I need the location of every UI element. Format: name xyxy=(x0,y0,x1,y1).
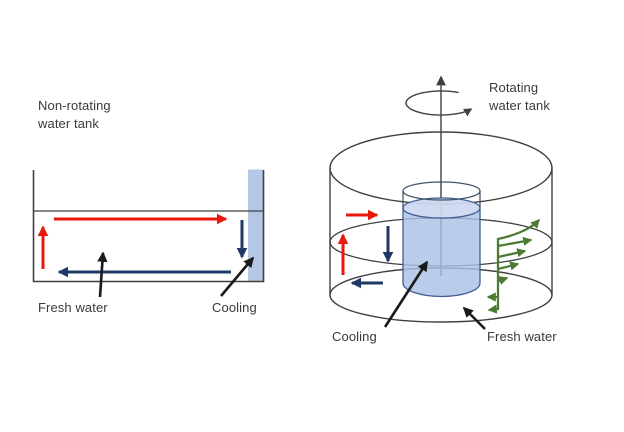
velocity-profile xyxy=(486,218,540,314)
fresh-water-pointer-arrow xyxy=(97,251,108,298)
rotating-tank-diagram xyxy=(329,75,553,330)
fresh-water-pointer-arrow-right xyxy=(462,306,486,330)
cooling-label-right: Cooling xyxy=(332,329,377,344)
rotating-tank-title: Rotating water tank xyxy=(489,79,550,115)
fresh-water-label-left: Fresh water xyxy=(38,300,108,315)
velocity-arrow-3 xyxy=(497,248,527,259)
cooling-strip xyxy=(248,169,263,282)
inner-cooling-cylinder xyxy=(402,181,481,298)
title-line: Non-rotating xyxy=(38,98,111,113)
rotation-direction-arrow xyxy=(405,90,473,117)
cooling-label-left: Cooling xyxy=(212,300,257,315)
velocity-arrow-5 xyxy=(497,276,509,285)
title-line: water tank xyxy=(38,116,99,131)
cooling-pointer-arrow xyxy=(220,256,255,297)
velocity-arrow-4 xyxy=(497,261,520,271)
inner-cylinder-water-surface xyxy=(402,197,481,219)
cooling-pointer-arrow-right xyxy=(383,260,429,328)
non-rotating-tank-diagram xyxy=(32,169,265,298)
velocity-arrow-2 xyxy=(497,236,533,248)
non-rotating-tank-title: Non-rotating water tank xyxy=(38,97,111,133)
tank-outline xyxy=(32,170,265,283)
fresh-water-label-right: Fresh water xyxy=(487,329,557,344)
title-line: water tank xyxy=(489,98,550,113)
title-line: Rotating xyxy=(489,80,539,95)
velocity-arrow-top xyxy=(497,218,540,241)
velocity-arrow-reverse-2 xyxy=(487,304,499,314)
